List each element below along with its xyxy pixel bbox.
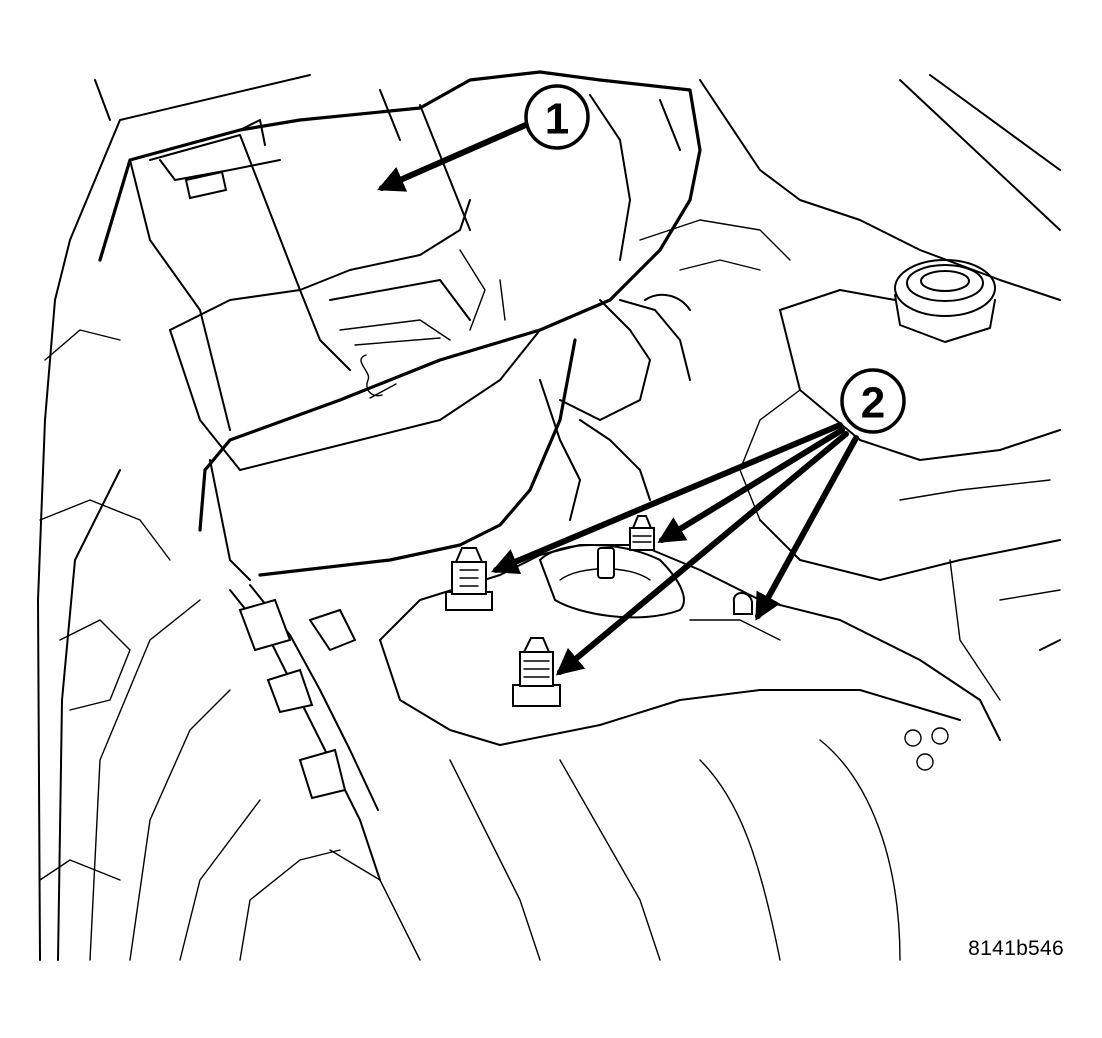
callout-1-label: 1 [545,95,569,144]
wiring-harness [229,584,381,881]
battery-tray-housing [98,70,702,581]
leader-arrow-2a [491,422,843,575]
left-fender-structure [37,74,341,961]
stud-rear [629,515,655,551]
upper-hoses [539,219,791,521]
figure-id-label: 8141b546 [968,937,1064,960]
strut-tower [329,544,1001,961]
callout-2: 2 [840,368,906,434]
stud-nut-front-left [445,547,493,611]
leader-arrows [377,121,859,676]
stud-nut-front-center [512,637,561,707]
callout-2-label: 2 [861,379,885,428]
stud-right [732,592,753,615]
leader-arrow-2b [657,427,845,543]
leader-arrow-1 [377,121,531,192]
leader-arrow-2c [555,431,849,676]
callout-1: 1 [524,84,590,150]
leader-arrow-2d [755,435,859,621]
right-components [699,74,1061,771]
